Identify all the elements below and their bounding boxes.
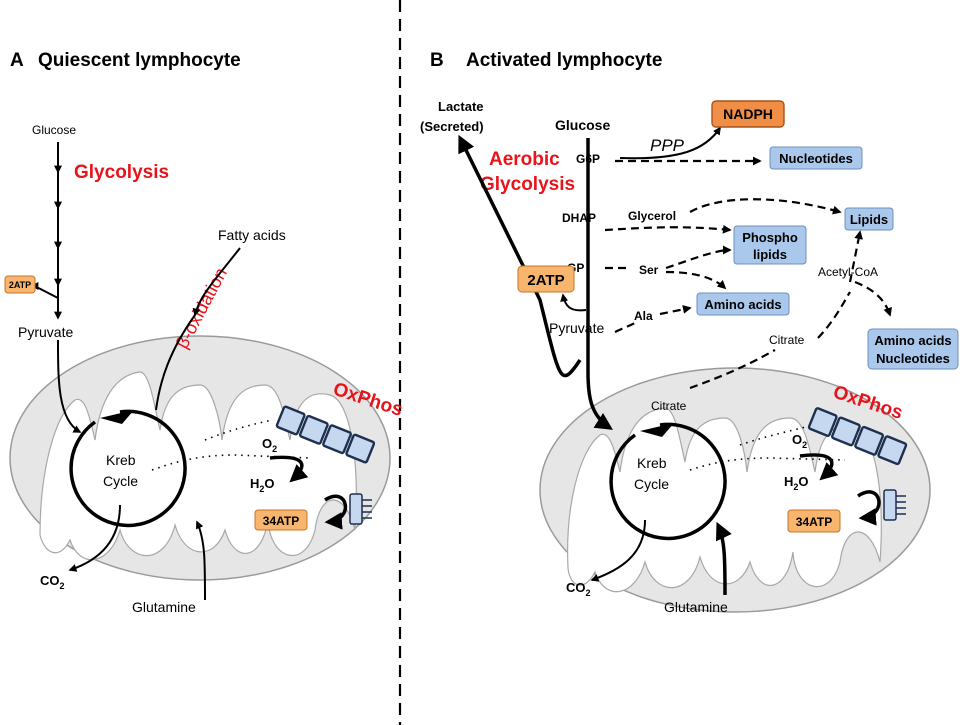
aerobic-label: Aerobic — [489, 149, 560, 170]
atp-box-oxphos-b — [787, 509, 841, 533]
kreb-cycle-b — [609, 422, 727, 541]
acetyl-to-lipids-arrow — [848, 230, 863, 283]
atp-synthase-a — [324, 493, 372, 530]
ppp-label: PPP — [650, 136, 685, 155]
nadph-label: NADPH — [723, 106, 773, 122]
glutamine-arrow-a — [195, 520, 206, 601]
lipids-box — [844, 207, 894, 231]
atp-label-oxphos-b: 34ATP — [796, 515, 832, 529]
glutamine-label-a: Glutamine — [132, 599, 196, 615]
panel-a: A Quiescent lymphocyte Glucose Glycolysi… — [4, 50, 405, 615]
g6p-label: G6P — [576, 152, 600, 166]
nadph-box — [711, 100, 785, 128]
h2o-label-b: H2O — [784, 474, 809, 492]
atp-box-glycolysis-b — [517, 265, 575, 293]
citrate-in-label: Citrate — [651, 399, 687, 413]
co2-label-b: CO2 — [566, 580, 591, 598]
etc-dotted-link-a — [204, 419, 273, 441]
ala-label: Ala — [634, 309, 653, 323]
glycolysis-path-b — [458, 134, 613, 430]
aerobic-glycolysis-label: Glycolysis — [480, 174, 575, 195]
amino-nucleotides-box — [867, 328, 959, 370]
etc-dotted-link-b — [739, 425, 811, 446]
mitochondrion-a — [9, 335, 391, 581]
nucleotides-box — [769, 146, 863, 170]
glucose-label-b: Glucose — [555, 117, 610, 133]
amino-nuc-label-1: Amino acids — [874, 333, 951, 348]
lipids-suffix-label: lipids — [753, 247, 787, 262]
ala-to-amino-arrow — [659, 305, 692, 316]
glutamine-arrow-b — [715, 521, 732, 596]
citrate-export-line — [689, 349, 776, 390]
electron-transport-chain-b — [807, 407, 908, 466]
o2-label-b: O2 — [792, 432, 807, 450]
co2-arrow-b — [590, 519, 646, 582]
atp-arrow-b — [560, 293, 587, 312]
lactate-label: Lactate — [438, 99, 484, 114]
phospho-label: Phospho — [742, 230, 798, 245]
citrate-out-label: Citrate — [769, 333, 805, 347]
glucose-label-a: Glucose — [32, 123, 76, 137]
co2-label-a: CO2 — [40, 573, 65, 591]
electron-transport-chain-a — [275, 405, 376, 464]
dhap-to-phospholipids-arrow — [604, 224, 732, 234]
o2-to-h2o-arrow-b — [799, 453, 839, 481]
co2-arrow-a — [68, 504, 121, 572]
amino-acids-box — [696, 292, 790, 316]
glycerol-label: Glycerol — [628, 209, 676, 223]
panel-a-letter: A — [10, 50, 24, 71]
pyruvate-label-a: Pyruvate — [18, 324, 73, 340]
citrate-to-acetyl-line — [817, 291, 851, 339]
panel-b-title: Activated lymphocyte — [466, 50, 662, 71]
atp-synthase-b — [857, 489, 906, 526]
amino-nuc-label-2: Nucleotides — [876, 351, 950, 366]
glycolysis-path-a — [30, 142, 82, 433]
panel-b: B Activated lymphocyte Lactate (Secreted… — [420, 50, 959, 615]
ppp-to-nadph-arrow — [619, 126, 721, 160]
beta-oxidation-arrow — [155, 314, 196, 411]
fatty-acids-label: Fatty acids — [218, 227, 286, 243]
glycolysis-label: Glycolysis — [74, 162, 169, 183]
nucleotides-label: Nucleotides — [779, 151, 853, 166]
amino-acids-label: Amino acids — [704, 297, 781, 312]
panel-a-title: Quiescent lymphocyte — [38, 50, 241, 71]
atp-label-glycolysis-b: 2ATP — [527, 272, 564, 289]
fatty-acid-arrow — [192, 247, 241, 317]
acetyl-coa-label: Acetyl-CoA — [818, 265, 878, 279]
kreb-label-b: Kreb — [637, 455, 667, 471]
phospholipids-box — [733, 225, 807, 265]
cycle-label-a: Cycle — [103, 473, 138, 489]
o2-label-a: O2 — [262, 436, 277, 454]
cycle-label-b: Cycle — [634, 476, 669, 492]
atp-box-glycolysis-a — [4, 275, 36, 294]
atp-box-oxphos-a — [254, 509, 308, 531]
kreb-cycle-a — [69, 409, 187, 528]
atp-label-glycolysis-a: 2ATP — [9, 280, 31, 290]
glutamine-label-b: Glutamine — [664, 599, 728, 615]
h2o-label-a: H2O — [250, 476, 275, 494]
pyruvate-to-ala-line — [614, 320, 636, 333]
ser-label: Ser — [639, 263, 659, 277]
dhap-label: DHAP — [562, 211, 596, 225]
pyruvate-label-b: Pyruvate — [549, 320, 604, 336]
lipids-label: Lipids — [850, 212, 888, 227]
acetyl-to-amino-nuc-arrow — [854, 280, 892, 317]
etc-dotted-link2-b — [689, 457, 846, 471]
o2-to-h2o-arrow-a — [269, 455, 309, 483]
ser-to-amino-arrow — [665, 270, 727, 290]
ser-to-phospholipids-arrow — [665, 245, 732, 270]
glycerol-to-lipids-arrow — [689, 198, 842, 215]
atp-label-oxphos-a: 34ATP — [263, 514, 299, 528]
panel-b-letter: B — [430, 50, 444, 71]
lactate-secreted-label: (Secreted) — [420, 119, 484, 134]
kreb-label-a: Kreb — [106, 452, 136, 468]
